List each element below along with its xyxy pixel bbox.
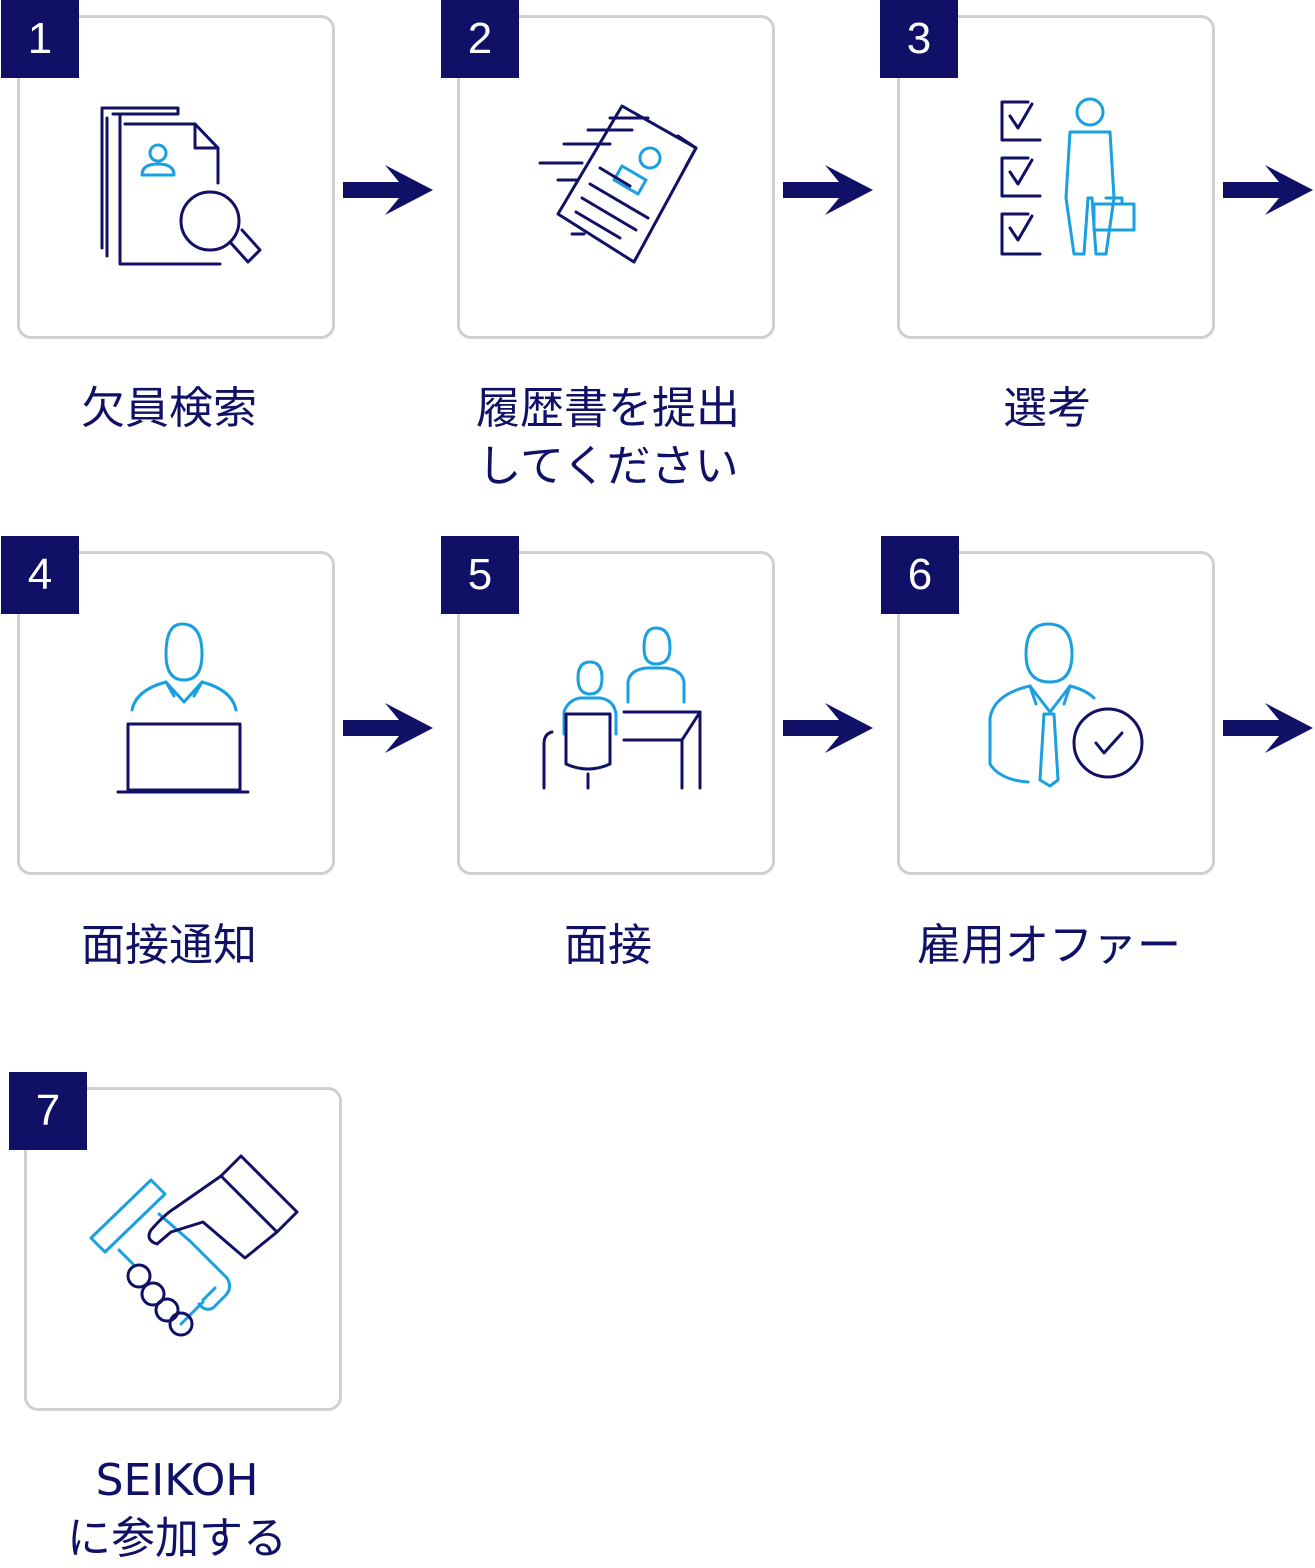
step-label-2-line-2: してください [477,441,739,492]
step-label-1: 欠員検索 [4,380,334,438]
step-number-badge-2: 2 [441,0,519,78]
step-card-5 [457,551,775,875]
handshake-icon [27,1090,345,1414]
arrow-right-icon [783,703,873,753]
step-number-badge-1: 1 [1,0,79,78]
step-number-badge-3: 3 [880,0,958,78]
step-label-7: SEIKOH に参加する [12,1452,342,1568]
step-label-4: 面接通知 [4,917,334,975]
resume-submit-icon [460,18,778,342]
arrow-right-icon [1223,703,1313,753]
step-label-6: 雇用オファー [884,917,1214,975]
arrow-right-icon [343,703,433,753]
step-label-2: 履歴書を提出 してください [443,380,773,496]
arrow-right-icon [1223,165,1313,215]
checklist-candidate-icon [900,18,1218,342]
step-label-7-line-1: SEIKOH [95,1455,259,1506]
person-laptop-icon [20,554,338,878]
step-label-7-line-2: に参加する [67,1513,287,1564]
arrow-right-icon [343,165,433,215]
step-label-3: 選考 [882,380,1212,438]
step-number-badge-5: 5 [441,536,519,614]
step-number-badge-6: 6 [881,536,959,614]
step-number-badge-7: 7 [9,1072,87,1150]
step-label-1-line-1: 欠員検索 [81,383,257,434]
step-label-4-line-1: 面接通知 [81,920,257,971]
step-label-5: 面接 [443,917,773,975]
step-label-2-line-1: 履歴書を提出 [476,383,740,434]
step-label-5-line-1: 面接 [564,920,652,971]
document-search-icon [20,18,338,342]
approved-person-icon [900,554,1218,878]
step-number-badge-4: 4 [1,536,79,614]
interview-desk-icon [460,554,778,878]
step-label-6-line-1: 雇用オファー [917,920,1181,971]
step-label-3-line-1: 選考 [1003,383,1091,434]
arrow-right-icon [783,165,873,215]
